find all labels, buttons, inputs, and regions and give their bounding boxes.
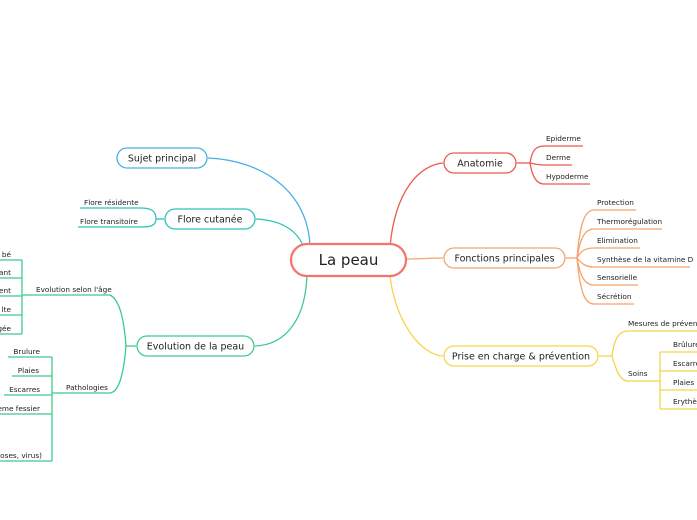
connector-fonc-2 [576,228,662,259]
connector-prise-soins [611,355,652,382]
leaf-soins-erythe[interactable]: Erythè [673,397,697,406]
connector-fonc-6 [576,257,634,305]
fonctions-label: Fonctions principales [454,254,554,265]
connector-root-prise [389,275,444,357]
evolution-label: Evolution de la peau [147,342,244,353]
leaf-soins-plaies[interactable]: Plaies [673,378,694,387]
leaf-age-4[interactable]: lte [2,305,12,314]
prise-label: Prise en charge & prévention [452,352,590,363]
leaf-flore-transitoire[interactable]: Flore transitoire [80,217,138,226]
leaf-sensorielle[interactable]: Sensorielle [597,273,638,282]
sujet-label: Sujet principal [128,154,196,165]
connector-ana-1 [529,145,583,164]
connector-fonc-3 [576,247,640,259]
leaf-hypoderme[interactable]: Hypoderme [546,172,589,181]
connector-prise-mesures [611,330,697,357]
leaf-soins-escarre[interactable]: Escarre [673,359,697,368]
leaf-soins-brulure[interactable]: Brûlure [673,340,697,349]
connector-root-anatomie [389,162,444,248]
connector-fonc-1 [576,209,636,259]
connector-root-fonctions [405,257,444,260]
root-label: La peau [319,251,379,269]
leaf-patho-2[interactable]: Plaies [18,366,39,375]
leaf-synthese-vitamine-d[interactable]: Synthèse de la vitamine D [597,255,694,264]
leaf-patho-3[interactable]: Escarres [9,385,40,394]
leaf-epiderme[interactable]: Epiderme [546,134,581,143]
leaf-patho-4[interactable]: ème fessier [0,404,40,413]
leaf-derme[interactable]: Derme [546,153,571,162]
connector-ana-3 [529,162,590,185]
leaf-age-2[interactable]: ant [0,268,11,277]
connector-evo-patho [64,345,127,394]
connector-ana-2 [529,162,572,166]
node-fonctions-principales[interactable]: Fonctions principales [443,247,566,269]
leaf-elimination[interactable]: Elimination [597,236,638,245]
connectors [0,145,697,462]
node-anatomie[interactable]: Anatomie [443,152,517,174]
leaf-mesures-prevention[interactable]: Mesures de préventi [628,319,697,328]
node-evolution-peau[interactable]: Evolution de la peau [136,335,255,357]
connector-flore-2 [78,218,157,228]
connector-root-sujet [207,157,311,251]
leaf-age-5[interactable]: gée [0,324,11,333]
leaf-patho-5[interactable]: oses, virus) [0,451,42,460]
leaf-evolution-age[interactable]: Evolution selon l'âge [36,285,112,294]
flore-label: Flore cutanée [178,215,243,226]
connector-flore-1 [80,207,157,220]
anatomie-label: Anatomie [457,159,503,170]
leaf-thermoregulation[interactable]: Thermorégulation [596,217,662,226]
leaf-soins[interactable]: Soins [628,369,648,378]
connector-fonc-4 [576,257,690,268]
node-flore-cutanee[interactable]: Flore cutanée [164,208,256,230]
leaf-protection[interactable]: Protection [597,198,634,207]
leaf-age-1[interactable]: bé [2,250,12,259]
node-prise-en-charge[interactable]: Prise en charge & prévention [443,345,599,367]
root-node[interactable]: La peau [289,242,408,278]
leaf-secretion[interactable]: Sécrétion [597,292,631,301]
connector-evo-age [32,294,136,347]
leaf-patho-1[interactable]: Brulure [13,347,40,356]
leaf-pathologies[interactable]: Pathologies [66,383,108,392]
leaf-flore-residente[interactable]: Flore résidente [84,198,139,207]
connector-root-evolution [254,269,308,347]
node-sujet-principal[interactable]: Sujet principal [116,147,208,169]
leaf-age-3[interactable]: ent [0,286,11,295]
